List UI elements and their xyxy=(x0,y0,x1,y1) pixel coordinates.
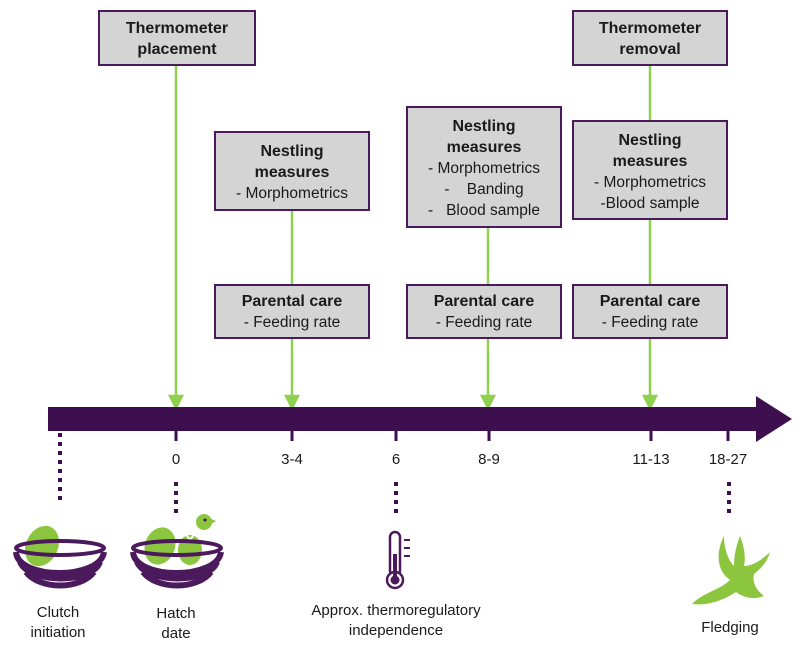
tick-label-6: 6 xyxy=(391,451,401,468)
caption-thermoregulatory-independence: Approx. thermoregulatory independence xyxy=(276,601,516,641)
tick-label-8-9: 8-9 xyxy=(478,451,500,468)
caption-thermo-line-2: independence xyxy=(348,622,444,639)
timeline-arrowhead xyxy=(756,396,792,442)
caption-hatch-line-1: Hatch xyxy=(156,605,196,622)
timeline-arrow xyxy=(48,396,792,442)
nestling-measures-box-day8: Nestling measures - Morphometrics - Band… xyxy=(406,106,562,228)
caption-thermo-line-1: Approx. thermoregulatory xyxy=(311,602,481,619)
dotted-lines xyxy=(58,433,731,518)
connectors xyxy=(167,66,659,411)
nestling-title-2-day3: measures xyxy=(254,164,330,181)
parental-care-box-day8: Parental care - Feeding rate xyxy=(406,284,562,339)
timeline-bar xyxy=(48,407,760,431)
nestling-item-blood-day11: -Blood sample xyxy=(600,195,700,212)
nestling-item-banding-day8: - Banding xyxy=(444,181,524,198)
caption-fledging: Fledging xyxy=(680,618,780,638)
tick-marks xyxy=(174,431,730,441)
parental-title-day3: Parental care xyxy=(241,293,343,310)
nestling-title-1-day11: Nestling xyxy=(618,132,682,149)
fledgling-bird-icon xyxy=(692,536,770,605)
nestling-title-1-day3: Nestling xyxy=(260,143,324,160)
nestling-measures-box-day3: Nestling measures - Morphometrics xyxy=(214,131,370,211)
parental-care-box-day11: Parental care - Feeding rate xyxy=(572,284,728,339)
connector-arrow-day0 xyxy=(167,394,185,411)
nestling-item-blood-day8: - Blood sample xyxy=(428,202,540,219)
caption-hatch-date: Hatch date xyxy=(126,604,226,644)
connector-arrow-day11 xyxy=(641,394,659,411)
tick-label-18-27: 18-27 xyxy=(708,451,748,468)
tick-label-11-13: 11-13 xyxy=(632,451,670,468)
nest-hatching-icon xyxy=(130,514,224,589)
parental-title-day11: Parental care xyxy=(599,293,701,310)
parental-item-day11: - Feeding rate xyxy=(601,314,699,331)
connector-arrow-day3 xyxy=(283,394,301,411)
tick-label-0: 0 xyxy=(171,451,181,468)
nestling-item-morphometrics-day8: - Morphometrics xyxy=(428,160,540,177)
nestling-item-morphometrics-day3: - Morphometrics xyxy=(236,185,348,202)
tick-label-3-4: 3-4 xyxy=(281,451,303,468)
nestling-title-2-day11: measures xyxy=(612,153,688,170)
caption-hatch-line-2: date xyxy=(161,625,191,642)
caption-fledging-line-1: Fledging xyxy=(701,619,759,636)
caption-clutch-line-2: initiation xyxy=(30,624,86,641)
parental-title-day8: Parental care xyxy=(433,293,535,310)
nest-eggs-icon xyxy=(13,525,107,589)
thermometer-removal-title-2: removal xyxy=(619,41,681,58)
nestling-item-morphometrics-day11: - Morphometrics xyxy=(594,174,706,191)
parental-item-day8: - Feeding rate xyxy=(435,314,533,331)
parental-item-day3: - Feeding rate xyxy=(243,314,341,331)
thermometer-placement-box: Thermometer placement xyxy=(98,10,256,66)
nestling-title-1-day8: Nestling xyxy=(452,118,516,135)
parental-care-box-day3: Parental care - Feeding rate xyxy=(214,284,370,339)
nestling-title-2-day8: measures xyxy=(446,139,522,156)
nestling-measures-box-day11: Nestling measures - Morphometrics -Blood… xyxy=(572,120,728,220)
thermometer-placement-title-1: Thermometer xyxy=(125,20,229,37)
connector-arrow-day8 xyxy=(479,394,497,411)
thermometer-placement-title-2: placement xyxy=(137,41,217,58)
caption-clutch-initiation: Clutch initiation xyxy=(10,603,106,643)
thermometer-icon xyxy=(385,530,410,590)
thermometer-removal-box: Thermometer removal xyxy=(572,10,728,66)
caption-clutch-line-1: Clutch xyxy=(36,604,80,621)
thermometer-removal-title-1: Thermometer xyxy=(598,20,702,37)
